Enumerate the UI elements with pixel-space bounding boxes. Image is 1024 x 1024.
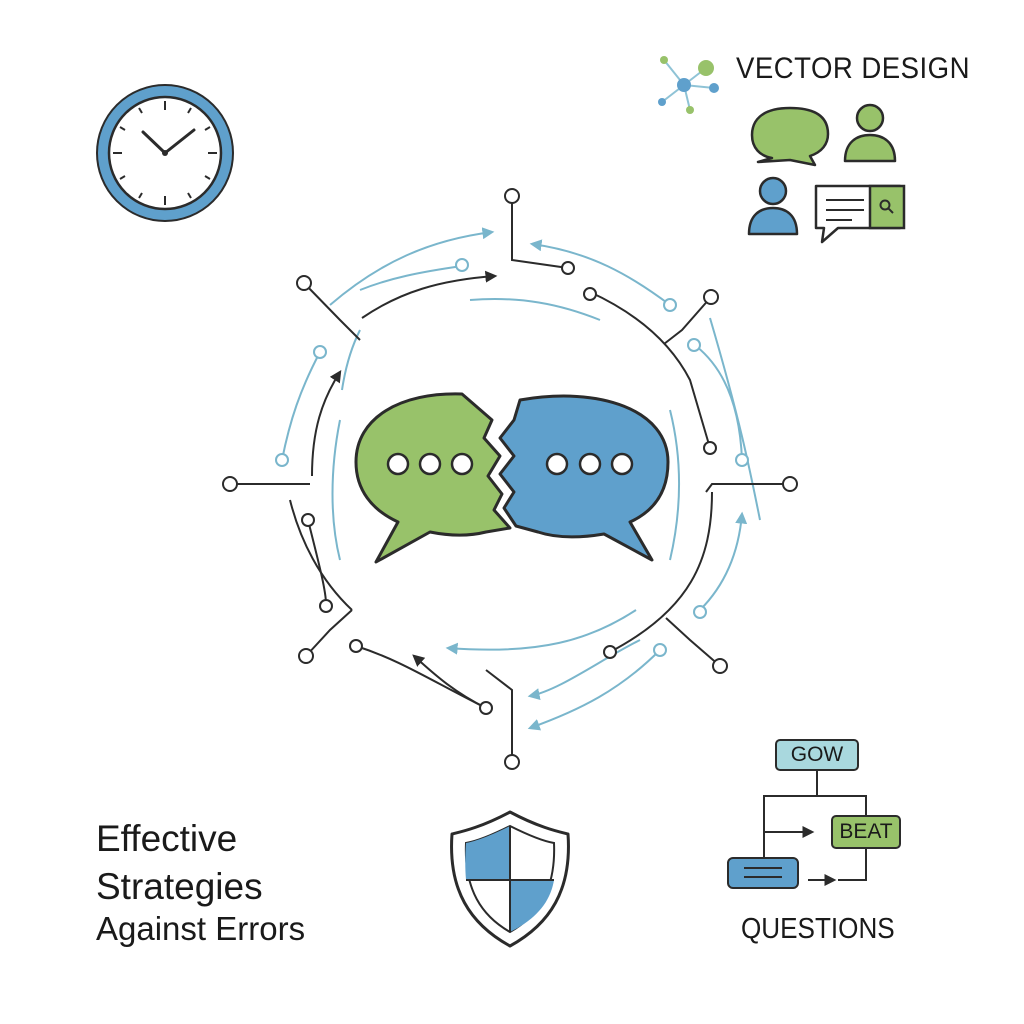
- flow-node-beat-label: BEAT: [839, 820, 893, 843]
- headline-line-1: Effective: [96, 818, 238, 859]
- flow-node-input: [727, 857, 799, 889]
- flow-node-gow-label: GOW: [790, 743, 844, 766]
- headline-line-3: Against Errors: [96, 910, 306, 947]
- message-search-icon: [814, 184, 906, 244]
- circuit-ring: [222, 188, 798, 770]
- person-icon: [747, 176, 799, 236]
- flowchart: [727, 739, 901, 889]
- chat-bubble-icon: [750, 106, 830, 167]
- speech-bubbles-icon: [354, 392, 670, 564]
- clock-icon: [96, 84, 234, 222]
- headline-line-2: Strategies: [96, 866, 263, 907]
- network-icon: [658, 56, 719, 114]
- person-icon: [843, 103, 897, 163]
- flowchart-caption: QUESTIONS: [741, 913, 895, 945]
- brand-title: VECTOR DESIGN: [736, 52, 970, 85]
- shield-icon: [450, 810, 570, 948]
